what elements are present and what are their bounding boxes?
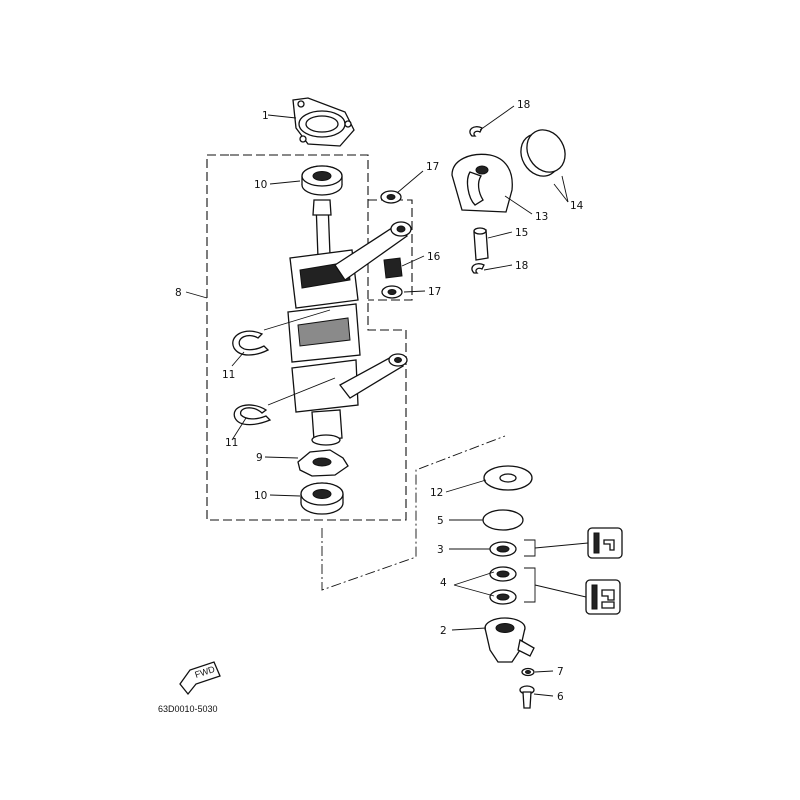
lower-connecting-rod: [339, 353, 408, 399]
crankshaft-assembly-frame: [206, 154, 407, 521]
diagram-code: 63D0010-5030: [158, 704, 218, 714]
seal-housing: [484, 617, 535, 663]
drive-gear: [297, 449, 349, 477]
piston-rings: [520, 129, 566, 177]
label-8: 8: [175, 287, 182, 299]
upper-connecting-rod: [334, 221, 412, 281]
label-4: 4: [440, 577, 447, 589]
lower-circlip: [471, 263, 485, 274]
plate-washer: [483, 465, 533, 491]
label-6: 6: [557, 691, 564, 703]
label-16: 16: [427, 251, 441, 263]
piston-pin: [473, 227, 489, 261]
forward-direction-marker: FWD: [179, 661, 221, 696]
lower-ball-bearing: [300, 482, 344, 515]
bearing-housing-plate: [292, 97, 355, 147]
label-9: 9: [256, 452, 263, 464]
lower-thrust-washer: [381, 285, 403, 299]
label-11-lower: 11: [225, 437, 238, 449]
o-ring: [482, 509, 524, 531]
assembly-axis-line: [321, 435, 506, 591]
oil-seal-pair: [489, 566, 517, 605]
label-2: 2: [440, 625, 447, 637]
piston: [451, 153, 513, 213]
upper-thrust-washer: [380, 190, 402, 204]
label-10-upper: 10: [254, 179, 267, 191]
label-11-upper: 11: [222, 369, 235, 381]
label-5: 5: [437, 515, 444, 527]
upper-seal-ring: [232, 330, 270, 356]
crankshaft: [287, 199, 361, 446]
label-3: 3: [437, 544, 444, 556]
label-12: 12: [430, 487, 443, 499]
lower-seal-ring: [233, 404, 272, 426]
label-13: 13: [535, 211, 548, 223]
label-17-upper: 17: [426, 161, 439, 173]
label-10-lower: 10: [254, 490, 267, 502]
label-17-lower: 17: [428, 286, 441, 298]
label-18-upper: 18: [517, 99, 530, 111]
needle-bearing: [383, 257, 403, 279]
oil-seal-single: [489, 541, 517, 557]
upper-circlip: [469, 126, 483, 137]
upper-ball-bearing: [301, 165, 343, 196]
seal-orientation-detail-pair: [585, 579, 621, 615]
label-14: 14: [570, 200, 584, 212]
seal-orientation-detail-single: [587, 527, 623, 559]
label-1: 1: [262, 110, 269, 122]
seal-washer: [521, 667, 535, 677]
label-18-lower: 18: [515, 260, 528, 272]
label-7: 7: [557, 666, 564, 678]
housing-bolt: [519, 685, 535, 709]
label-15: 15: [515, 227, 528, 239]
